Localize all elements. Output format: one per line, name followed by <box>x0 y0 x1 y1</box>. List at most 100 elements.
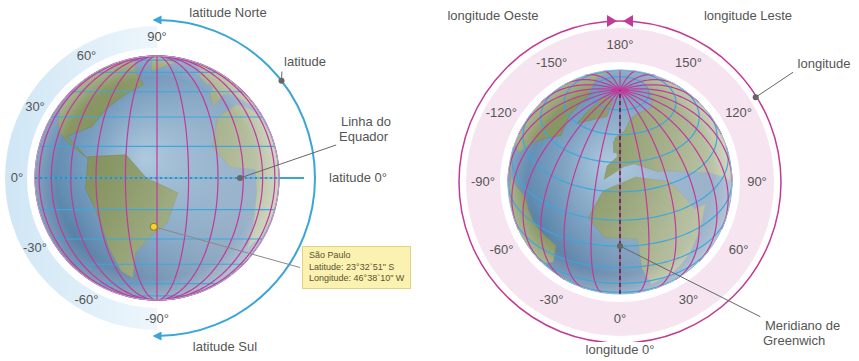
degree-label: 90° <box>147 30 167 45</box>
degree-label: -150° <box>536 55 567 70</box>
degree-label: -120° <box>486 106 517 121</box>
meridian-line <box>620 90 728 229</box>
atmosphere-haze <box>508 70 732 294</box>
longitude-ring <box>459 21 781 343</box>
meridian-line <box>620 75 655 91</box>
callout-label: Linha do Equador <box>339 115 405 145</box>
meridian-line <box>620 90 732 182</box>
degree-label: 180° <box>607 38 634 53</box>
meridian-line <box>508 90 620 182</box>
globe-outline <box>508 70 732 294</box>
latitude-globe <box>35 56 279 300</box>
degree-label: 30° <box>679 292 699 307</box>
meridian-line <box>619 90 620 294</box>
axis-title: latitude Sul <box>191 339 259 354</box>
leader-dot <box>237 175 243 181</box>
degree-label: 60° <box>729 243 749 258</box>
meridian-line <box>620 90 717 261</box>
degree-label: 0° <box>614 311 626 326</box>
equator-line <box>279 177 304 179</box>
axis-title: longitude 0° <box>584 343 657 358</box>
degree-label: 30° <box>679 293 699 308</box>
degree-label: -120° <box>486 105 517 120</box>
degree-label: -30° <box>23 241 47 256</box>
callout-label: Linha do Equador <box>339 114 391 144</box>
axis-title: longitude Oeste <box>447 8 538 23</box>
callout-text: Latitude: 23°32`51" S <box>309 262 404 274</box>
degree-label: -90° <box>145 312 169 327</box>
ocean <box>35 56 279 300</box>
degree-label: -90° <box>471 175 495 190</box>
axis-title: latitude Norte <box>187 6 268 21</box>
leader-line <box>154 227 300 268</box>
degree-label: 90° <box>747 175 767 190</box>
meridian-line <box>619 70 620 90</box>
meridian-line <box>71 56 157 300</box>
meridian-line <box>541 90 620 279</box>
callout-label: latitude <box>282 55 328 70</box>
leader-line <box>240 145 336 178</box>
meridian-line <box>523 90 620 261</box>
degree-label: -60° <box>489 243 513 258</box>
leader-dot <box>753 94 759 100</box>
degree-label: -60° <box>489 242 513 257</box>
meridian-line <box>620 80 676 91</box>
callout-label: Meridiano de Greenwich <box>763 318 840 348</box>
degree-label: 0° <box>614 312 626 327</box>
callout-label: latitude <box>282 54 328 69</box>
leader-dot <box>279 78 285 84</box>
longitude-band <box>459 21 781 343</box>
degree-label: 150° <box>675 55 702 70</box>
degree-label: -30° <box>540 293 564 308</box>
degree-label: -90° <box>145 311 169 326</box>
meridian-line <box>620 85 699 103</box>
light-wash <box>35 56 279 300</box>
meridian-line <box>620 90 649 292</box>
axis-title: longitude Leste <box>704 8 792 23</box>
axis-title: longitude Oeste <box>447 9 538 24</box>
degree-label: 0° <box>11 170 23 185</box>
degree-label: -150° <box>536 56 567 71</box>
longitude-band <box>466 28 774 336</box>
degree-label: -30° <box>540 292 564 307</box>
degree-label: -90° <box>471 174 495 189</box>
meridian-line <box>591 90 620 292</box>
callout-text: Longitude: 46°38`10" W <box>309 273 404 285</box>
degree-label: -60° <box>75 293 99 308</box>
degree-label: 90° <box>147 29 167 44</box>
greenwich-meridian <box>619 90 620 294</box>
meridian-line <box>620 89 721 135</box>
degree-label: 90° <box>747 174 767 189</box>
degree-label: 120° <box>725 106 752 121</box>
axis-title: longitude 0° <box>584 342 657 357</box>
degree-label: 60° <box>77 48 97 63</box>
callout-label: longitude <box>796 57 853 72</box>
meridian-line <box>620 71 637 90</box>
meridian-line <box>620 90 699 279</box>
meridian-line <box>620 90 676 288</box>
leader-lines <box>154 72 793 317</box>
leader-line <box>756 72 793 97</box>
city-marker <box>150 223 157 230</box>
degree-label: -60° <box>75 292 99 307</box>
degree-label: 120° <box>725 105 752 120</box>
globe-outline <box>35 56 279 300</box>
degree-label: 180° <box>607 37 634 52</box>
axis-title: latitude Norte <box>187 5 268 20</box>
callout-text: São Paulo <box>309 250 404 262</box>
axis-title: latitude 0° <box>327 171 389 186</box>
ocean <box>508 70 732 294</box>
arrow-head <box>607 15 617 27</box>
callout-box: São PauloLatitude: 23°32`51" SLongitude:… <box>302 246 411 289</box>
degree-label: 30° <box>25 99 45 114</box>
callout-label: Meridiano de Greenwich <box>763 319 855 349</box>
axis-title: longitude Leste <box>704 9 792 24</box>
degree-label: 150° <box>675 56 702 71</box>
axis-title: latitude Sul <box>191 340 259 355</box>
atmosphere-haze <box>35 56 279 300</box>
callout-label: longitude <box>796 56 853 71</box>
degree-label: 60° <box>77 49 97 64</box>
degree-label: 60° <box>729 242 749 257</box>
